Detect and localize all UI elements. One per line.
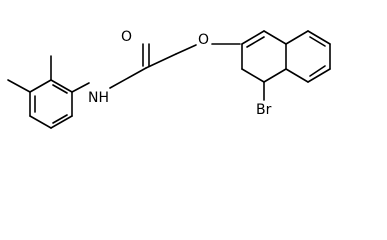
dimethylphenyl-ring — [29, 79, 73, 129]
bromine-label: Br — [256, 102, 272, 118]
nitrogen-label: NH — [88, 90, 109, 106]
bond — [109, 67, 147, 89]
naphthalene-fused-system: Br — [241, 30, 331, 118]
double-bond-inner — [309, 65, 326, 77]
methyl-bond — [7, 79, 31, 93]
bond — [263, 30, 287, 45]
double-bond-inner — [309, 36, 326, 47]
bond — [307, 68, 331, 83]
bond — [29, 79, 52, 93]
bond — [285, 68, 309, 83]
bond — [285, 30, 309, 45]
oxygen-carbonyl-label: O — [121, 29, 132, 45]
bond — [175, 44, 197, 55]
bond — [241, 68, 265, 83]
bond — [29, 115, 52, 129]
bond — [71, 82, 90, 93]
bond — [241, 30, 265, 45]
double-bond-inner — [246, 36, 265, 48]
bond — [307, 30, 331, 45]
bond — [145, 53, 177, 69]
bond — [50, 79, 73, 93]
double-bond-inner — [52, 84, 68, 94]
double-bond-inner — [52, 114, 68, 124]
chemical-structure-diagram: NH O O Br — [7, 29, 331, 129]
bond — [50, 115, 73, 129]
bond — [263, 68, 287, 83]
oxygen-ether-label: O — [198, 32, 209, 48]
